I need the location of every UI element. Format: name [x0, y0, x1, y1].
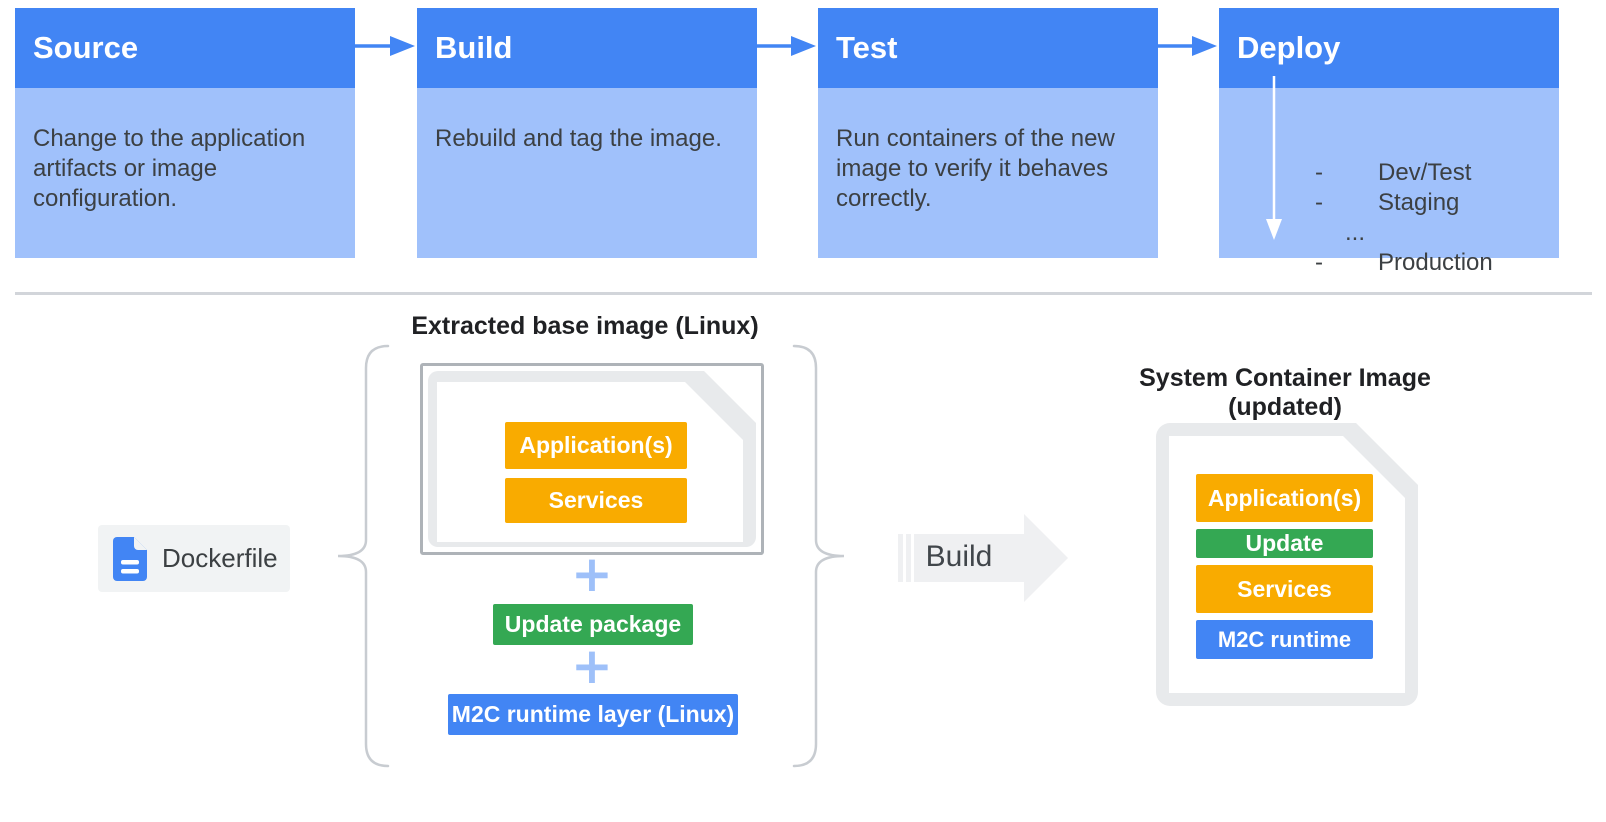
list-item: - Staging — [1237, 188, 1535, 218]
stage-test: Test Run containers of the new image to … — [818, 8, 1158, 258]
stage-deploy-title: Deploy — [1219, 8, 1559, 88]
dash-bullet: - — [1315, 249, 1323, 276]
deploy-environment-list: - Dev/Test - Staging ... - Production — [1237, 158, 1535, 278]
layer-applications: Application(s) — [505, 422, 687, 469]
dockerfile-chip: Dockerfile — [98, 525, 290, 592]
curly-brace-right — [792, 344, 845, 768]
stage-deploy-body: - Dev/Test - Staging ... - Production — [1219, 88, 1559, 276]
stage-build-title: Build — [417, 8, 757, 88]
stage-source-title: Source — [15, 8, 355, 88]
plus-icon: + — [571, 637, 613, 695]
right-arrow-icon — [1156, 36, 1217, 56]
extracted-base-image-card: Application(s) Services — [420, 363, 764, 555]
stage-test-description: Run containers of the new image to verif… — [818, 88, 1158, 258]
section-divider — [15, 292, 1592, 295]
layer-services: Services — [1196, 565, 1373, 613]
stage-test-title: Test — [818, 8, 1158, 88]
layer-m2c-runtime: M2C runtime — [1196, 620, 1373, 659]
plus-icon: + — [571, 545, 613, 603]
dash-bullet: - — [1315, 189, 1323, 216]
dash-bullet: - — [1315, 159, 1323, 186]
extracted-base-image-title: Extracted base image (Linux) — [411, 312, 759, 340]
document-icon — [113, 536, 147, 581]
deploy-env-label: ... — [1345, 219, 1366, 246]
curly-brace-left — [337, 344, 390, 768]
build-arrow-icon — [898, 514, 1068, 602]
list-item: - Dev/Test — [1237, 158, 1535, 188]
update-package-box: Update package — [493, 604, 693, 645]
stage-source-description: Change to the application artifacts or i… — [15, 88, 355, 258]
deploy-env-label: Dev/Test — [1378, 159, 1472, 186]
build-arrow-label: Build — [925, 540, 993, 573]
stage-build-description: Rebuild and tag the image. — [417, 88, 757, 258]
list-item: ... — [1237, 218, 1535, 248]
list-item: - Production — [1237, 248, 1535, 278]
stage-deploy: Deploy - Dev/Test - Staging ... - Produc… — [1219, 8, 1559, 276]
right-arrow-icon — [354, 36, 415, 56]
layer-applications: Application(s) — [1196, 474, 1373, 522]
layer-services: Services — [505, 478, 687, 523]
stage-build: Build Rebuild and tag the image. — [417, 8, 757, 258]
deploy-env-label: Production — [1378, 249, 1493, 276]
down-arrow-icon — [1266, 76, 1282, 240]
stage-source: Source Change to the application artifac… — [15, 8, 355, 258]
dockerfile-label: Dockerfile — [162, 543, 278, 573]
system-container-image-file: Application(s) Update Services M2C runti… — [1156, 423, 1418, 706]
deploy-env-label: Staging — [1378, 189, 1460, 216]
system-container-image-title: System Container Image (updated) — [1139, 364, 1431, 421]
layer-update: Update — [1196, 529, 1373, 558]
runtime-layer-box: M2C runtime layer (Linux) — [448, 694, 738, 735]
right-arrow-icon — [755, 36, 816, 56]
